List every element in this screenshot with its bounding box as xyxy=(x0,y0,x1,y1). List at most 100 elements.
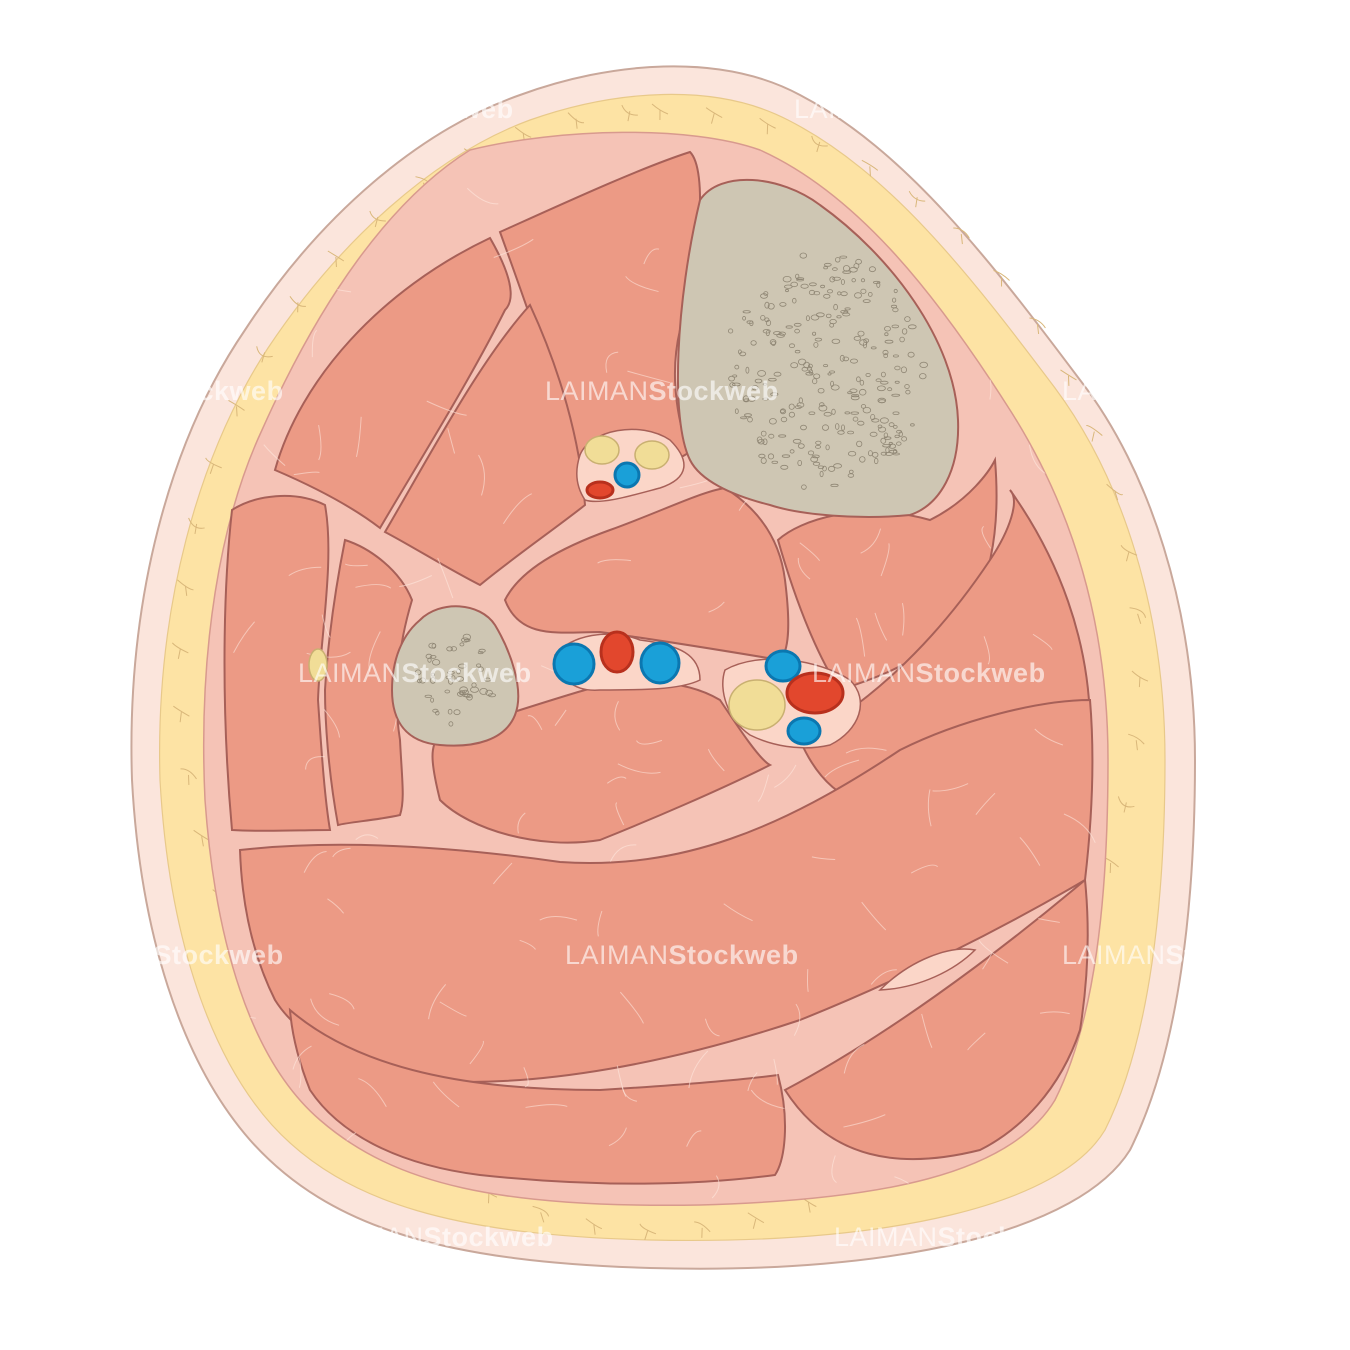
marrow-speck xyxy=(781,454,791,458)
anterior-neurovascular-bundle xyxy=(575,428,685,503)
marrow-speck xyxy=(853,335,862,341)
muscle-fiber-line xyxy=(806,969,809,992)
fat-lobule-line xyxy=(621,104,638,122)
marrow-speck xyxy=(868,450,873,457)
muscle-fiber-line xyxy=(233,621,255,654)
marrow-speck xyxy=(836,315,842,319)
marrow-speck xyxy=(805,315,810,322)
muscle-fiber-line xyxy=(614,701,621,731)
marrow-speck xyxy=(768,433,775,439)
marrow-speck xyxy=(877,397,887,404)
marrow-speck xyxy=(762,329,771,334)
fat-lobule-line xyxy=(1117,796,1135,813)
marrow-speck xyxy=(757,370,766,377)
fat-lobule-line xyxy=(811,135,828,153)
muscle-fiber-line xyxy=(1034,728,1064,746)
marrow-speck xyxy=(773,331,782,336)
marrow-speck xyxy=(734,408,739,415)
marrow-speck xyxy=(796,278,804,282)
marrow-speck xyxy=(464,638,471,642)
marrow-speck xyxy=(778,434,787,438)
marrow-speck xyxy=(847,430,854,435)
marrow-speck xyxy=(751,385,759,391)
marrow-speck xyxy=(431,659,441,666)
marrow-speck xyxy=(901,436,907,442)
muscle-fiber-line xyxy=(399,575,433,587)
marrow-speck xyxy=(870,413,876,421)
marrow-speck xyxy=(788,403,795,410)
muscle-fiber-line xyxy=(870,969,897,985)
marrow-speck xyxy=(857,330,865,337)
marrow-speck xyxy=(829,276,836,283)
marrow-speck xyxy=(892,411,900,415)
muscle-fiber-line xyxy=(554,709,567,726)
marrow-speck xyxy=(887,387,893,392)
marrow-speck xyxy=(430,655,437,659)
muscle-fiber-line xyxy=(608,1127,627,1147)
marrow-speck xyxy=(823,364,829,368)
marrow-speck xyxy=(414,669,422,676)
muscle-fiber-line xyxy=(688,1050,709,1089)
marrow-speck xyxy=(830,483,839,487)
marrow-speck xyxy=(779,408,787,415)
marrow-speck xyxy=(428,642,437,649)
muscle-fiber-line xyxy=(643,248,660,265)
marrow-speck xyxy=(455,676,464,682)
muscle-lateral-compartment xyxy=(223,495,332,832)
muscle-fiber-line xyxy=(1025,201,1044,210)
fat-lobule-line xyxy=(651,103,669,121)
marrow-speck xyxy=(458,663,467,669)
muscle-fiber-line xyxy=(1038,918,1060,923)
marrow-speck xyxy=(869,431,878,437)
vein-anterior xyxy=(613,461,641,489)
fat-lobule-line xyxy=(1060,369,1077,386)
muscle-fiber-line xyxy=(799,542,821,562)
marrow-speck xyxy=(462,633,471,641)
muscle-fiber-line xyxy=(921,1013,933,1048)
muscle-fiber-line xyxy=(910,864,938,874)
marrow-speck xyxy=(780,464,789,470)
marrow-speck xyxy=(867,291,873,297)
muscle-fiber-line xyxy=(625,276,659,293)
marrow-speck xyxy=(892,354,899,358)
artery-anterior xyxy=(585,480,615,500)
marrow-speck xyxy=(466,694,473,701)
marrow-speck xyxy=(807,450,815,456)
marrow-speck xyxy=(880,417,889,424)
muscle-gastrocnemius-medial xyxy=(783,878,1089,1161)
marrow-speck xyxy=(894,434,900,439)
marrow-speck xyxy=(842,270,852,274)
marrow-speck xyxy=(875,378,882,383)
marrow-speck xyxy=(788,411,796,418)
marrow-speck xyxy=(820,284,825,289)
marrow-speck xyxy=(432,708,439,713)
marrow-speck xyxy=(835,423,840,430)
fat-lobule-line xyxy=(188,517,205,535)
marrow-speck xyxy=(884,339,894,344)
marrow-speck xyxy=(800,424,807,431)
marrow-speck xyxy=(430,672,435,677)
marrow-speck xyxy=(479,688,488,695)
fat-lobule-line xyxy=(173,705,190,723)
muscle-fiber-line xyxy=(358,1078,387,1108)
muscle-fiber-line xyxy=(493,238,534,258)
marrow-speck xyxy=(841,424,846,431)
marrow-speck xyxy=(888,441,893,446)
marrow-speck xyxy=(817,465,825,469)
marrow-speck xyxy=(767,453,775,460)
marrow-speck xyxy=(811,454,820,459)
fat-lobule-line xyxy=(567,112,585,129)
fat-lobule-line xyxy=(256,346,273,363)
marrow-speck xyxy=(456,668,461,675)
marrow-speck xyxy=(876,281,881,288)
muscle-fiber-line xyxy=(1039,1011,1070,1015)
muscle-fiber-line xyxy=(843,1114,886,1128)
marrow-speck xyxy=(770,392,779,397)
muscle-fiber-line xyxy=(355,416,362,457)
muscle-fiber-line xyxy=(708,601,725,613)
muscle-fiber-line xyxy=(469,1040,484,1065)
marrow-speck xyxy=(769,418,777,425)
marrow-speck xyxy=(447,708,453,715)
fat-lobule-line xyxy=(861,159,879,177)
marrow-speck xyxy=(860,278,866,283)
